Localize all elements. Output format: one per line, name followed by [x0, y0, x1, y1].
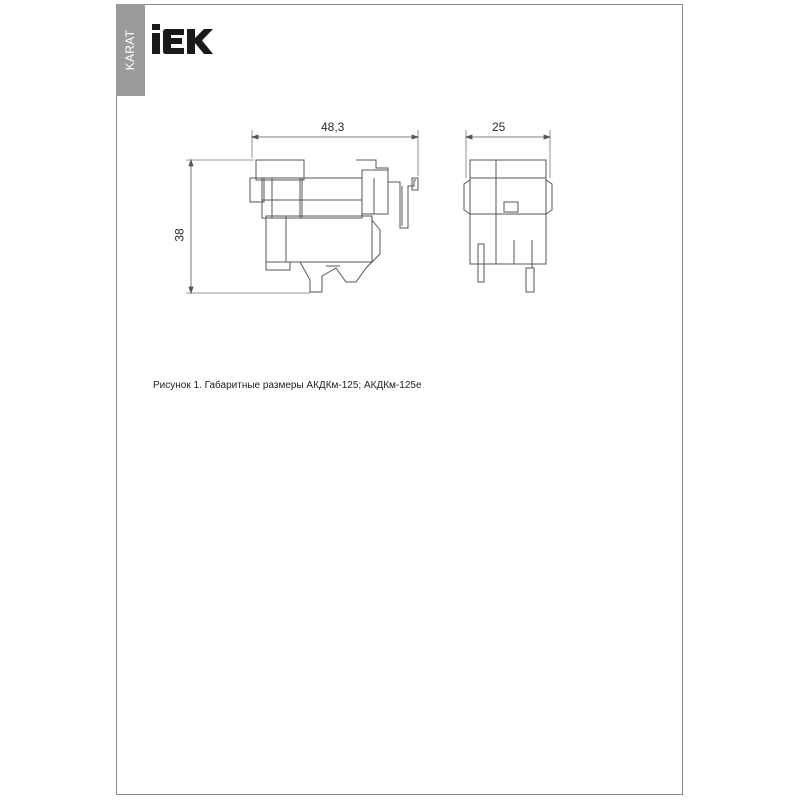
side-view [186, 130, 419, 294]
front-width-dimension: 25 [492, 120, 506, 134]
front-view [463, 130, 553, 293]
iek-logo [152, 24, 213, 54]
side-width-dimension: 48,3 [321, 120, 345, 134]
side-height-dimension: 38 [172, 228, 187, 242]
dimension-lines-front [464, 134, 552, 140]
figure-caption: Рисунок 1. Габаритные размеры АКДКм-125;… [153, 380, 422, 391]
series-tab [116, 4, 145, 96]
document-sheet [116, 4, 683, 795]
dimension-lines-side [188, 134, 420, 295]
